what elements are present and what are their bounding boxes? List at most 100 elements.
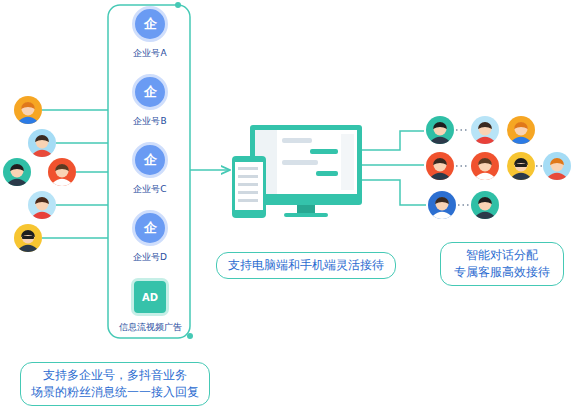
avatar-hair	[478, 197, 492, 204]
avatar-face	[479, 123, 492, 136]
icon-glyph: 企	[144, 151, 157, 169]
customer-avatar	[543, 152, 571, 180]
caption-box: 智能对话分配 专属客服高效接待	[440, 242, 564, 286]
avatar-hair	[514, 122, 528, 129]
avatar-hair	[35, 197, 49, 204]
screen-panel	[341, 134, 354, 190]
account-icon: AD 信息流视频广告	[110, 278, 190, 334]
account-badge: 企	[132, 142, 168, 178]
agent-avatar	[428, 191, 456, 219]
account-icon: 企企业号B	[120, 74, 180, 128]
avatar-bg	[507, 116, 535, 144]
user-avatar	[28, 129, 56, 157]
phone-line	[238, 199, 258, 202]
video-ad-icon: AD	[131, 278, 169, 316]
customer-avatar	[471, 191, 499, 219]
caption-box: 支持多企业号，多抖音业务 场景的粉丝消息统一一接入回复	[20, 362, 210, 406]
caption-text: 支持多企业号，多抖音业务 场景的粉丝消息统一一接入回复	[31, 368, 199, 399]
avatar-face	[479, 159, 492, 172]
monitor-screen	[255, 130, 357, 194]
avatar-hair	[21, 230, 35, 237]
chat-bubble	[316, 171, 338, 176]
phone-line	[238, 167, 258, 170]
flow-arrow	[190, 169, 230, 171]
customer-avatar	[471, 116, 499, 144]
avatar-hair	[35, 135, 49, 142]
wire	[42, 237, 108, 239]
chat-bubble	[310, 149, 338, 154]
avatar-bg	[426, 152, 454, 180]
account-badge: 企	[132, 6, 168, 42]
chat-bubble	[282, 160, 318, 165]
avatar-hair	[435, 197, 449, 204]
phone-line	[238, 183, 258, 186]
avatar-body	[19, 117, 37, 124]
avatar-body	[33, 212, 51, 219]
avatar-body	[53, 179, 71, 186]
avatar-bg	[428, 191, 456, 219]
account-icon: 企企业号C	[120, 142, 180, 196]
user-avatar	[48, 158, 76, 186]
icon-glyph: 企	[144, 15, 157, 33]
avatar-bg	[471, 191, 499, 219]
bracket-dot	[175, 2, 181, 8]
avatar-body	[19, 245, 37, 252]
wire	[76, 171, 108, 173]
avatar-hair	[10, 164, 24, 171]
avatar-face	[56, 165, 69, 178]
agent-avatar	[426, 116, 454, 144]
avatar-glasses	[22, 236, 34, 239]
caption-text: 支持电脑端和手机端灵活接待	[228, 258, 384, 272]
customer-avatar	[507, 152, 535, 180]
avatar-glasses	[515, 164, 527, 167]
phone-screen	[235, 162, 263, 210]
avatar-bg	[507, 152, 535, 180]
avatar-hair	[478, 158, 492, 165]
avatar-face	[36, 198, 49, 211]
avatar-bg	[14, 96, 42, 124]
user-avatar	[14, 224, 42, 252]
monitor-base	[284, 213, 328, 217]
wire	[362, 131, 424, 150]
avatar-body	[476, 137, 494, 144]
node-label: 企业号D	[133, 251, 167, 264]
user-avatar	[3, 158, 31, 186]
avatar-body	[476, 173, 494, 180]
avatar-face	[11, 165, 24, 178]
wire	[362, 164, 424, 166]
avatar-body	[512, 173, 530, 180]
avatar-face	[515, 159, 528, 172]
avatar-body	[548, 173, 566, 180]
avatar-face	[479, 198, 492, 211]
bracket-dot	[187, 333, 193, 339]
phone-line	[238, 191, 258, 194]
avatar-body	[8, 179, 26, 186]
icon-glyph: 企	[144, 219, 157, 237]
avatar-bg	[28, 191, 56, 219]
account-icon: 企企业号D	[120, 210, 180, 264]
node-label: 信息流视频广告	[119, 321, 182, 334]
icon-glyph: AD	[142, 292, 158, 303]
node-label: 企业号C	[133, 183, 166, 196]
icon-glyph: 企	[144, 83, 157, 101]
caption-text: 智能对话分配 专属客服高效接待	[454, 248, 550, 279]
phone-line	[238, 175, 258, 178]
avatar-bg	[543, 152, 571, 180]
dotted-link	[456, 129, 469, 131]
avatar-face	[436, 198, 449, 211]
customer-avatar	[507, 116, 535, 144]
group-bracket	[108, 5, 190, 338]
avatar-face	[22, 103, 35, 116]
avatar-bg	[14, 224, 42, 252]
wire	[362, 180, 426, 205]
account-badge: 企	[132, 74, 168, 110]
avatar-hair	[433, 122, 447, 129]
avatar-hair	[550, 158, 564, 165]
avatar-hair	[55, 164, 69, 171]
avatar-body	[476, 212, 494, 219]
avatar-face	[22, 231, 35, 244]
monitor-frame	[250, 125, 362, 205]
avatar-body	[433, 212, 451, 219]
